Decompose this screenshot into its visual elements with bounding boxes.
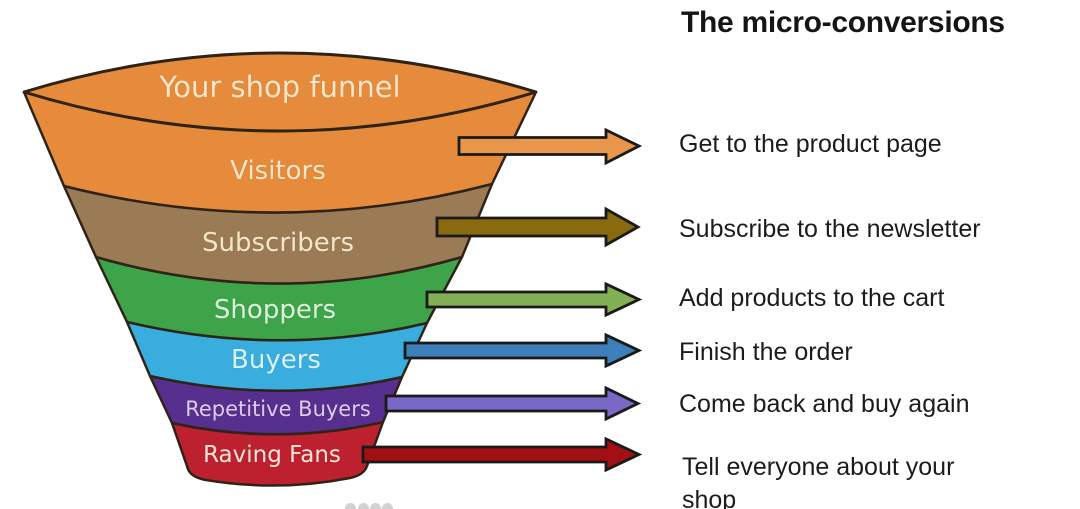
arrow-raving-fans [361,436,643,473]
watermark-dot [358,503,369,509]
watermark-dot [345,503,356,509]
funnel-heading: Your shop funnel [159,70,401,104]
arrow-subscribers [435,206,641,248]
funnel-stage-buyers-label: Buyers [231,345,321,375]
arrow-shoppers [425,281,643,318]
funnel-stage-repetitive-buyers-label: Repetitive Buyers [185,397,371,421]
arrow-repetitive-buyers [384,385,642,422]
conversion-label-buyers: Finish the order [679,338,853,366]
funnel-stage-raving-fans-label: Raving Fans [203,442,341,468]
funnel-stage-subscribers-label: Subscribers [202,228,354,258]
conversion-label-shoppers: Add products to the cart [679,284,945,312]
funnel-stage-visitors-label: Visitors [230,156,326,186]
conversion-label-raving-fans: Tell everyone about your shop [682,453,955,509]
arrow-buyers [403,332,643,369]
conversion-label-repetitive-buyers: Come back and buy again [679,390,970,418]
conversion-label-subscribers: Subscribe to the newsletter [679,215,981,243]
watermark-dot [382,503,393,509]
funnel-stage-shoppers-label: Shoppers [213,295,337,325]
page-title: The micro-conversions [681,6,1005,39]
conversion-label-visitors: Get to the product page [679,130,942,158]
funnel-top-ellipse [22,51,538,133]
arrow-visitors [457,127,643,166]
watermark-dot [370,503,381,509]
